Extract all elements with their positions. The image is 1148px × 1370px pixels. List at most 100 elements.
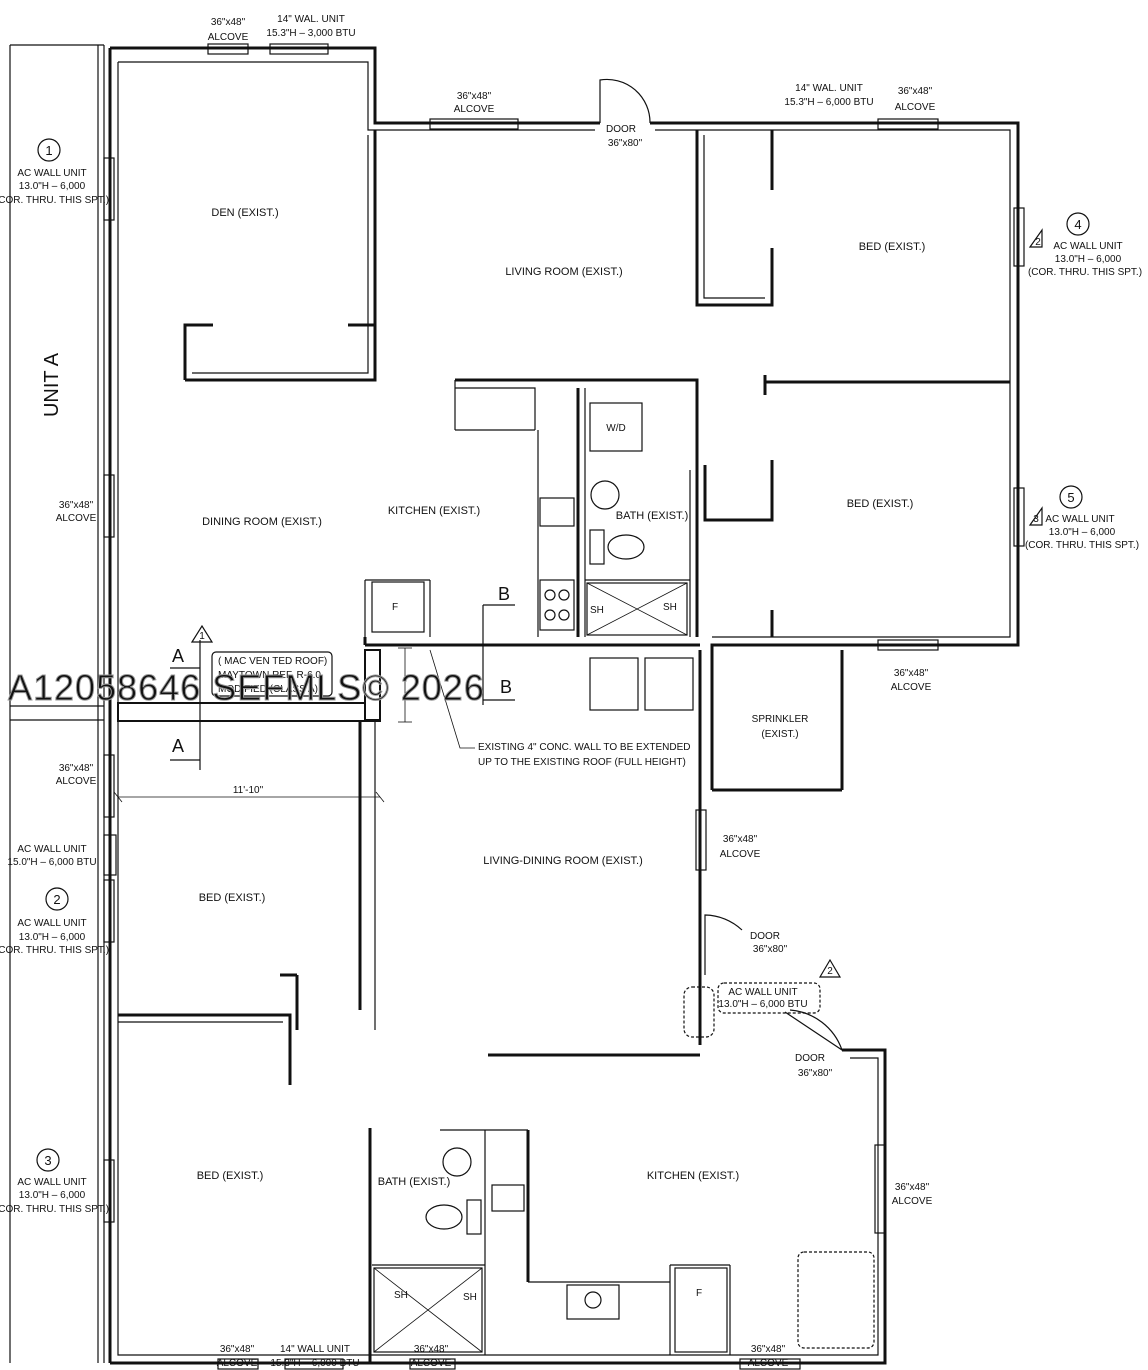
alcove-left-1: ALCOVE bbox=[56, 513, 97, 524]
svg-text:(COR. THRU. THIS SPT.): (COR. THRU. THIS SPT.) bbox=[1025, 540, 1139, 551]
svg-text:1: 1 bbox=[45, 143, 52, 158]
room-bed-top-right: BED (EXIST.) bbox=[859, 241, 926, 253]
dimension-line: 11'-10" bbox=[113, 785, 385, 803]
alcove-right-mid: ALCOVE bbox=[891, 682, 932, 693]
svg-text:13.0"H – 6,000: 13.0"H – 6,000 bbox=[19, 932, 86, 943]
ac-left-extra-title: AC WALL UNIT bbox=[17, 844, 86, 855]
room-kitchen-top: KITCHEN (EXIST.) bbox=[388, 505, 480, 517]
alcove-bottom-3: ALCOVE bbox=[748, 1358, 789, 1369]
svg-text:A: A bbox=[172, 736, 184, 756]
svg-text:MAYTOWN REF. R-6.0: MAYTOWN REF. R-6.0 bbox=[218, 670, 321, 681]
ac-marker-3: 3 AC WALL UNIT 13.0"H – 6,000 (COR. THRU… bbox=[0, 1148, 109, 1215]
room-sprinkler: SPRINKLER(EXIST.) bbox=[752, 714, 809, 740]
room-kitchen-bottom: KITCHEN (EXIST.) bbox=[647, 1170, 739, 1182]
svg-text:UP TO THE EXISTING ROOF (FULL: UP TO THE EXISTING ROOF (FULL HEIGHT) bbox=[478, 757, 686, 768]
fixtures: W/D F SH SH SH SH F bbox=[371, 402, 875, 1353]
svg-text:1: 1 bbox=[199, 631, 205, 642]
range-bottom bbox=[566, 1284, 620, 1320]
door-top-size: 36"x80" bbox=[608, 138, 643, 149]
room-living-dining: LIVING-DINING ROOM (EXIST.) bbox=[483, 855, 643, 867]
wall-unit-top-1-btu: 15.3"H – 3,000 BTU bbox=[266, 28, 355, 39]
bath-sink-bottom bbox=[442, 1147, 472, 1177]
alcove-top-3-size: 36"x48" bbox=[898, 86, 933, 97]
svg-text:11'-10": 11'-10" bbox=[233, 785, 264, 796]
room-bed-lower-left: BED (EXIST.) bbox=[199, 892, 266, 904]
fridge-top-label: F bbox=[392, 602, 398, 613]
ac-unit-mid: 2 AC WALL UNIT 13.0"H – 6,000 BTU bbox=[717, 958, 842, 1014]
alcove-right-low: ALCOVE bbox=[892, 1196, 933, 1207]
kitchen-sink-top bbox=[539, 497, 575, 527]
alcove-left-2-size: 36"x48" bbox=[59, 763, 94, 774]
alcove-top-1-size: 36"x48" bbox=[211, 17, 246, 28]
svg-text:B: B bbox=[498, 584, 510, 604]
alcove-inner-size: 36"x48" bbox=[723, 834, 758, 845]
bath-sink-top bbox=[590, 480, 620, 510]
svg-text:AC WALL UNIT: AC WALL UNIT bbox=[17, 1177, 86, 1188]
room-bed-mid-right: BED (EXIST.) bbox=[847, 498, 914, 510]
room-bath-top: BATH (EXIST.) bbox=[616, 510, 689, 522]
alcove-top-1: ALCOVE bbox=[208, 32, 249, 43]
svg-text:4: 4 bbox=[1074, 217, 1081, 232]
door-top: DOOR bbox=[606, 124, 636, 135]
wall-note: EXISTING 4" CONC. WALL TO BE EXTENDED UP… bbox=[398, 647, 691, 768]
fridge-bottom-label: F bbox=[696, 1288, 702, 1299]
svg-text:B: B bbox=[500, 677, 512, 697]
room-dining: DINING ROOM (EXIST.) bbox=[202, 516, 322, 528]
interior-walls-lower bbox=[118, 722, 731, 1363]
alcove-bottom-1-size: 36"x48" bbox=[220, 1344, 255, 1355]
watermark: A12058646 SEFMLS© 2026 bbox=[8, 667, 485, 708]
wall-unit-top-2-btu: 15.3"H – 6,000 BTU bbox=[784, 97, 873, 108]
room-den: DEN (EXIST.) bbox=[211, 207, 278, 219]
alcove-right-low-size: 36"x48" bbox=[895, 1182, 930, 1193]
door-lower-size: 36"x80" bbox=[798, 1068, 833, 1079]
shower-top bbox=[586, 582, 688, 636]
interior-walls-upper bbox=[183, 130, 1010, 645]
svg-text:EXISTING 4" CONC. WALL TO BE E: EXISTING 4" CONC. WALL TO BE EXTENDED bbox=[478, 742, 691, 753]
alcove-top-2: ALCOVE bbox=[454, 104, 495, 115]
svg-text:13.0"H – 6,000: 13.0"H – 6,000 bbox=[1055, 254, 1122, 265]
svg-text:13.0"H – 6,000 BTU: 13.0"H – 6,000 BTU bbox=[718, 999, 807, 1010]
alcove-bottom-3-size: 36"x48" bbox=[751, 1344, 786, 1355]
svg-text:MODIFIED (CLASS A): MODIFIED (CLASS A) bbox=[218, 684, 318, 695]
svg-text:AC WALL UNIT: AC WALL UNIT bbox=[1045, 514, 1114, 525]
fridge-top bbox=[371, 581, 425, 633]
room-bed-bottom-left: BED (EXIST.) bbox=[197, 1170, 264, 1182]
alcove-right-mid-size: 36"x48" bbox=[894, 668, 929, 679]
svg-text:13.0"H – 6,000: 13.0"H – 6,000 bbox=[19, 181, 86, 192]
svg-text:(COR. THRU. THIS SPT.): (COR. THRU. THIS SPT.) bbox=[0, 195, 109, 206]
kitchen-sink-bottom bbox=[491, 1184, 525, 1212]
room-bath-bottom: BATH (EXIST.) bbox=[378, 1176, 451, 1188]
svg-text:13.0"H – 6,000: 13.0"H – 6,000 bbox=[19, 1190, 86, 1201]
unit-a-label: UNIT A bbox=[41, 352, 63, 417]
svg-text:(COR. THRU. THIS SPT.): (COR. THRU. THIS SPT.) bbox=[1028, 267, 1142, 278]
svg-text:(COR. THRU. THIS SPT.): (COR. THRU. THIS SPT.) bbox=[0, 945, 109, 956]
shower-bottom-label-1: SH bbox=[394, 1290, 408, 1301]
ac-marker-2: 2 AC WALL UNIT 13.0"H – 6,000 (COR. THRU… bbox=[0, 887, 109, 956]
toilet-top bbox=[607, 534, 645, 560]
appliance-2 bbox=[644, 657, 694, 711]
washer-dryer bbox=[589, 402, 643, 452]
unit-a-strip bbox=[9, 44, 105, 1363]
svg-text:AC WALL UNIT: AC WALL UNIT bbox=[1053, 241, 1122, 252]
doors bbox=[599, 78, 844, 1052]
toilet-tank-top bbox=[589, 529, 605, 565]
ac-left-extra-spec: 15.0"H – 6,000 BTU bbox=[7, 857, 96, 868]
svg-text:2: 2 bbox=[53, 892, 60, 907]
door-mid: DOOR bbox=[750, 931, 780, 942]
svg-text:13.0"H – 6,000: 13.0"H – 6,000 bbox=[1049, 527, 1116, 538]
svg-text:AC WALL UNIT: AC WALL UNIT bbox=[17, 168, 86, 179]
alcove-bottom-2: ALCOVE bbox=[411, 1358, 452, 1369]
range-top bbox=[539, 579, 575, 631]
shower-bottom-label-2: SH bbox=[463, 1292, 477, 1303]
section-b-markers: B B bbox=[482, 584, 515, 705]
section-a-markers: A A 1 bbox=[170, 624, 214, 770]
shower-top-label-1: SH bbox=[590, 605, 604, 616]
ac-unit-housing bbox=[683, 986, 715, 1038]
svg-text:3: 3 bbox=[44, 1153, 51, 1168]
alcove-bottom-2-size: 36"x48" bbox=[414, 1344, 449, 1355]
appliance-1 bbox=[589, 657, 639, 711]
roof-note: ( MAC VEN TED ROOF) MAYTOWN REF. R-6.0 M… bbox=[211, 651, 333, 697]
wall-unit-bottom: 14" WALL UNIT bbox=[280, 1344, 350, 1355]
wall-unit-top-2: 14" WAL. UNIT bbox=[795, 83, 863, 94]
